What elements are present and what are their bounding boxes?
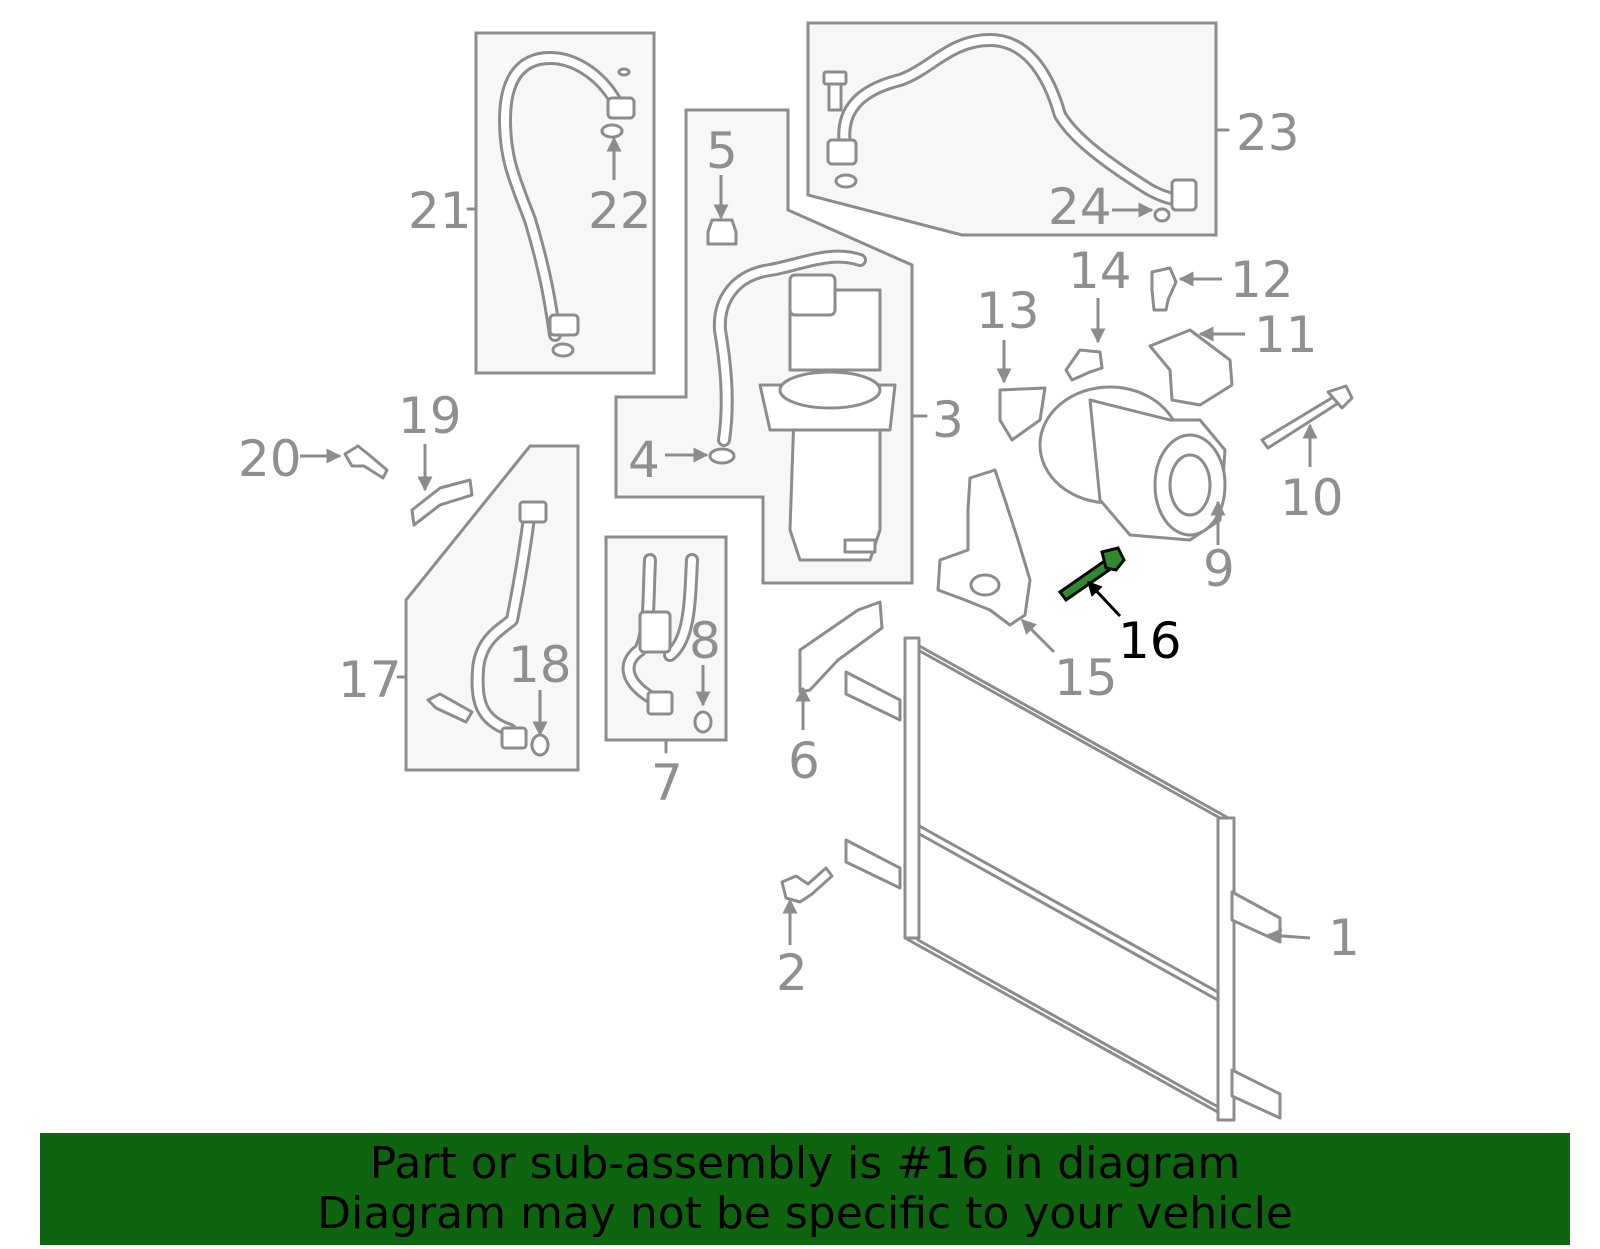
callout-17: 17 bbox=[338, 651, 402, 709]
callout-3: 3 bbox=[932, 391, 964, 449]
callout-19: 19 bbox=[398, 387, 462, 445]
part-14-bolt bbox=[1064, 348, 1104, 382]
part-12-bolt bbox=[1150, 266, 1178, 312]
banner-line-disclaimer: Diagram may not be specific to your vehi… bbox=[317, 1188, 1293, 1239]
part-13-bracket bbox=[998, 386, 1047, 442]
part-2-bolt bbox=[780, 866, 834, 904]
part-19-clip bbox=[410, 478, 474, 527]
part-1-condenser bbox=[844, 636, 1282, 1122]
callout-21: 21 bbox=[408, 182, 472, 240]
callout-15: 15 bbox=[1054, 649, 1118, 707]
box-part-17 bbox=[404, 444, 580, 772]
callout-5: 5 bbox=[706, 122, 738, 180]
box-part-23 bbox=[806, 21, 1218, 237]
callout-24: 24 bbox=[1048, 178, 1112, 236]
box-part-21 bbox=[474, 31, 656, 375]
part-11-bracket bbox=[1148, 328, 1234, 407]
box-part-7 bbox=[604, 535, 728, 742]
callout-7: 7 bbox=[651, 754, 683, 812]
part-15-mount bbox=[936, 468, 1032, 627]
leader-lines bbox=[300, 128, 1318, 945]
part-9-compressor bbox=[1038, 385, 1227, 542]
callout-8: 8 bbox=[689, 612, 721, 670]
callout-9: 9 bbox=[1203, 540, 1235, 598]
callout-10: 10 bbox=[1280, 469, 1344, 527]
callout-16-highlighted: 16 bbox=[1118, 612, 1182, 670]
callout-14: 14 bbox=[1068, 242, 1132, 300]
part-16-bolt-highlighted bbox=[1057, 546, 1126, 603]
callout-11: 11 bbox=[1254, 306, 1318, 364]
box-part-3 bbox=[614, 108, 914, 585]
callout-12: 12 bbox=[1230, 251, 1294, 309]
part-6-bracket bbox=[798, 600, 884, 694]
info-banner: Part or sub-assembly is #16 in diagram D… bbox=[40, 1133, 1570, 1245]
callout-labels: 1 2 3 4 5 6 7 8 9 10 11 12 13 14 15 16 1… bbox=[238, 104, 1360, 1002]
banner-line-part-number: Part or sub-assembly is #16 in diagram bbox=[369, 1138, 1241, 1189]
callout-23: 23 bbox=[1236, 104, 1300, 162]
callout-6: 6 bbox=[788, 732, 820, 790]
part-20-bolt bbox=[343, 444, 389, 480]
callout-2: 2 bbox=[776, 944, 808, 1002]
part-10-bolt bbox=[1260, 384, 1354, 450]
callout-22: 22 bbox=[588, 182, 652, 240]
callout-1: 1 bbox=[1328, 909, 1360, 967]
callout-4: 4 bbox=[628, 431, 660, 489]
callout-20: 20 bbox=[238, 430, 302, 488]
callout-13: 13 bbox=[976, 282, 1040, 340]
callout-18: 18 bbox=[508, 636, 572, 694]
